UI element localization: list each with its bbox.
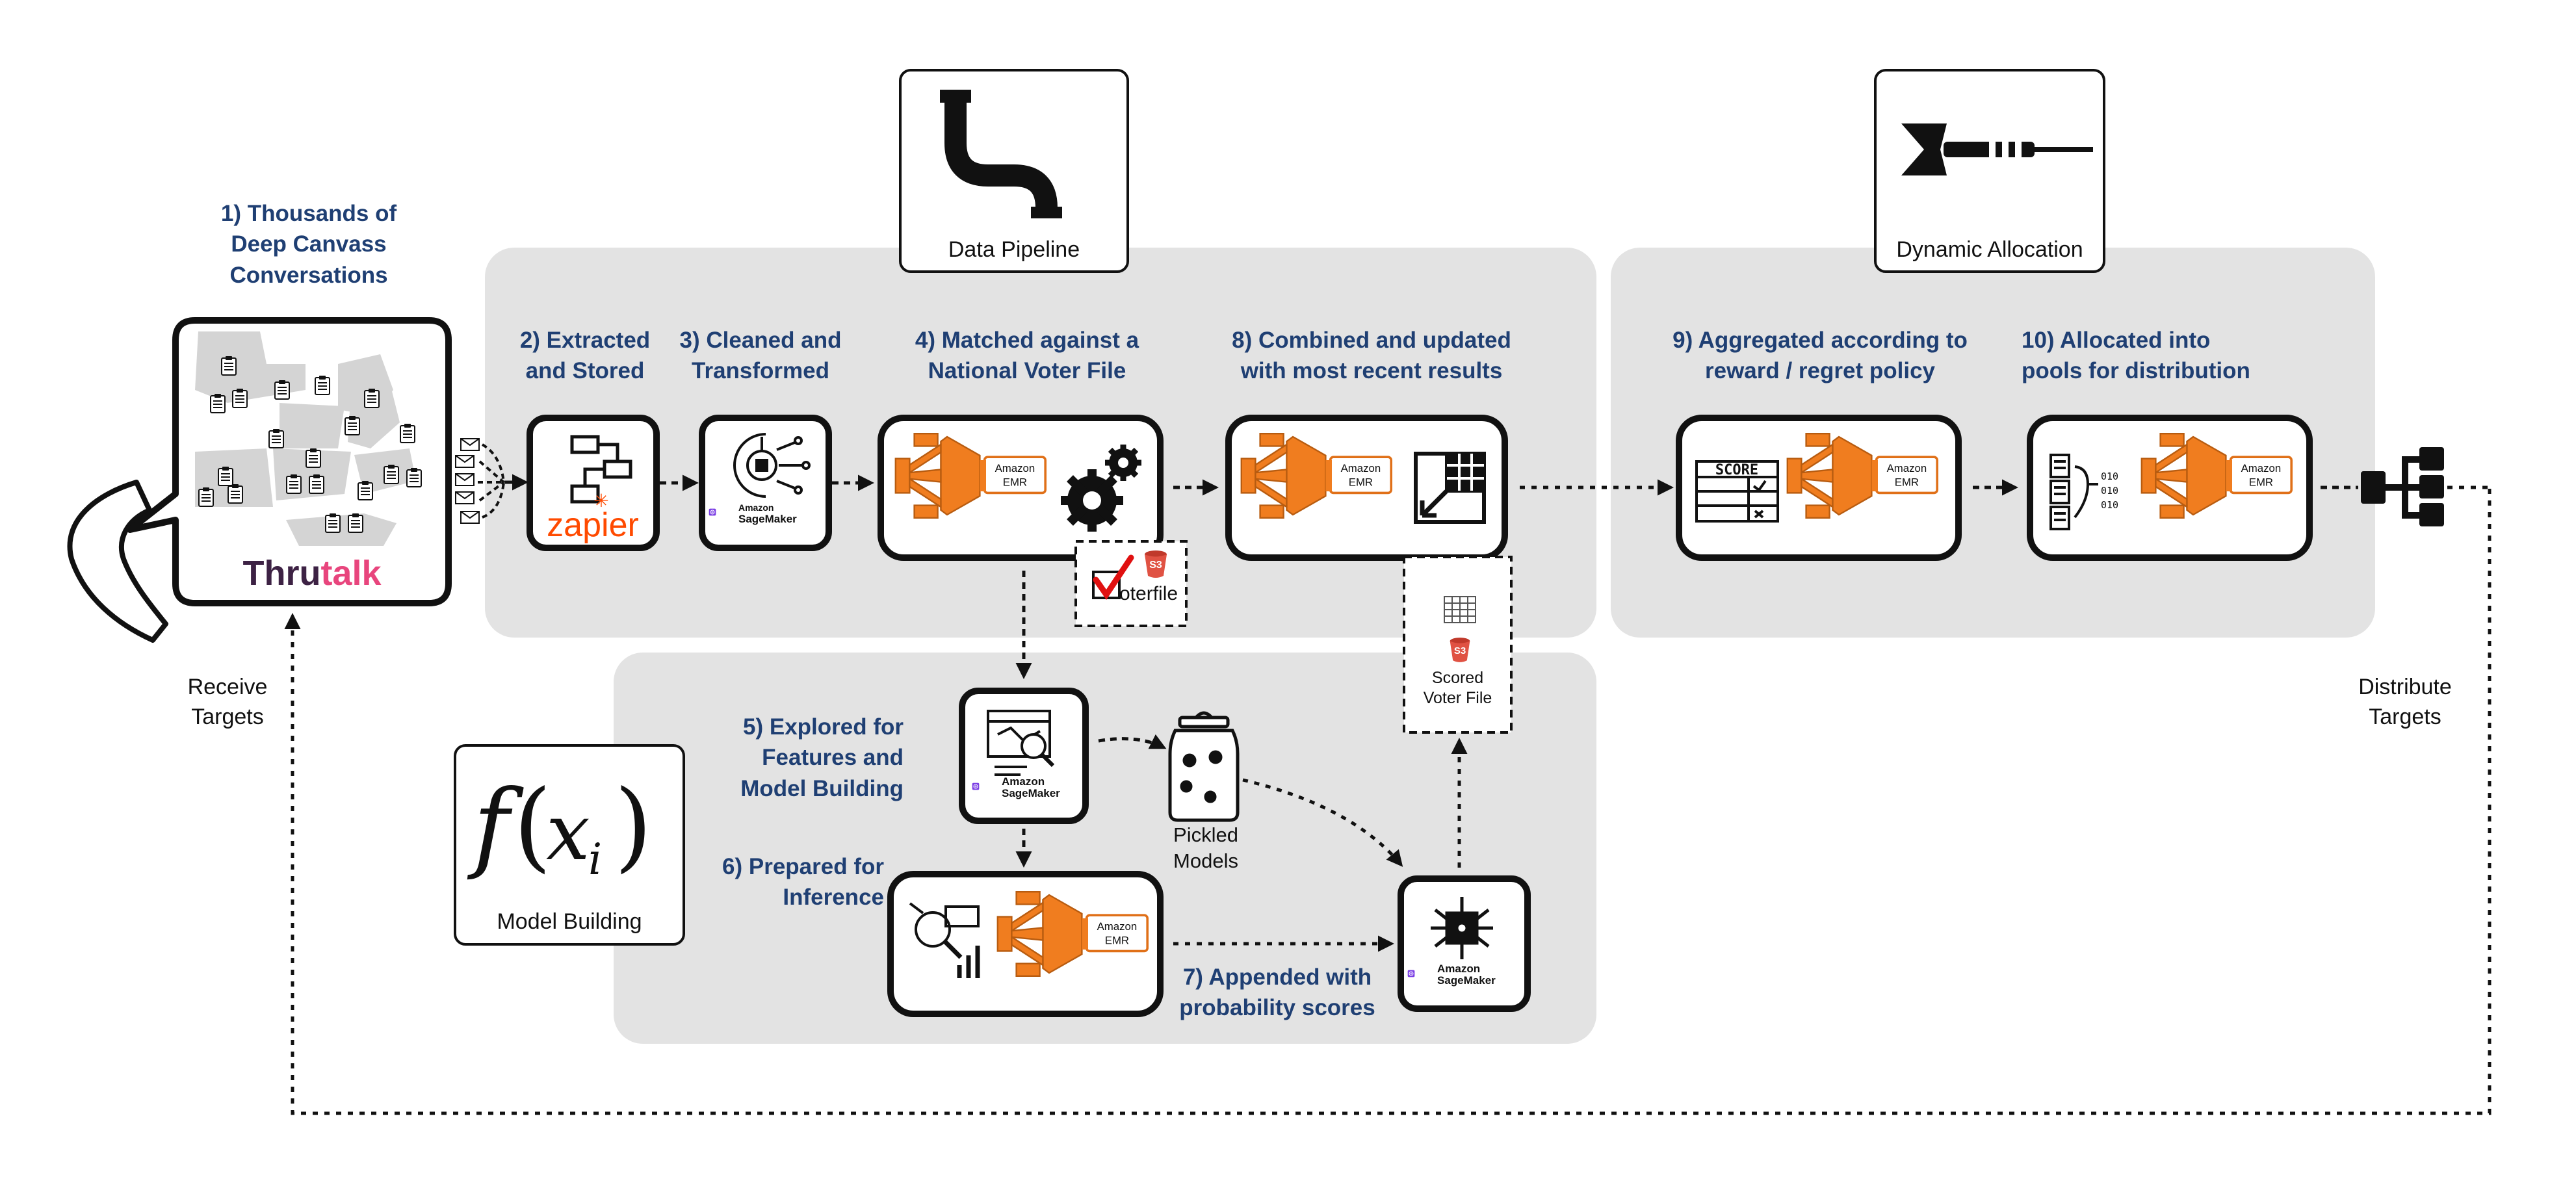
hierarchy-icon xyxy=(2361,447,2444,526)
sagemaker-logo-2 xyxy=(972,782,980,791)
svg-text:(: ( xyxy=(514,770,552,883)
s3-label: S3 xyxy=(1149,560,1162,571)
zapier-box xyxy=(527,415,660,551)
step-5-label: 5) Explored for Features and Model Build… xyxy=(740,714,904,801)
sagemaker-logo-text-4: SageMaker xyxy=(1002,787,1060,799)
gears-icon xyxy=(1061,445,1141,532)
checkbox-icon xyxy=(1092,554,1134,600)
sagemaker-logo-text-6: SageMaker xyxy=(1437,974,1496,987)
chip-icon xyxy=(1431,897,1493,959)
model-building-panel xyxy=(614,653,1596,1044)
sagemaker-logo xyxy=(709,508,717,517)
step-9-label: 9) Aggregated according to reward / regr… xyxy=(1672,328,1968,384)
envelope-arrow xyxy=(478,443,514,519)
step-6-label: 6) Prepared for Inference xyxy=(722,854,884,911)
score-box xyxy=(1676,415,1962,561)
thrutalk-logo: Thrutalk xyxy=(242,554,382,593)
dynamic-allocation-badge xyxy=(1874,69,2105,273)
phone-icon xyxy=(67,480,168,643)
pickled-models-label: Pickled Models xyxy=(1173,823,1238,873)
zapier-logo: zapier xyxy=(547,506,639,544)
data-pipeline-badge-label: Data Pipeline xyxy=(948,237,1080,262)
arrow-explore-to-jar xyxy=(1098,734,1167,749)
ai-chip-icon xyxy=(733,433,811,498)
model-building-badge-label: Model Building xyxy=(497,909,642,934)
score-label: SCORE xyxy=(1715,462,1758,478)
step-4-label: 4) Matched against a National Voter File xyxy=(915,328,1139,384)
svg-text:x: x xyxy=(546,788,590,878)
sagemaker-logo-3 xyxy=(1407,969,1416,978)
sagemaker-logo-text-5: Amazon xyxy=(1437,963,1480,975)
workflow-icon xyxy=(570,435,632,504)
svg-text:010: 010 xyxy=(2101,499,2118,511)
receive-targets-label: Receive Targets xyxy=(187,675,268,729)
step-1-label: 1) Thousands of Deep Canvass Conversatio… xyxy=(220,201,397,288)
formula: f ( x i ) xyxy=(467,770,653,885)
score-sheet-icon xyxy=(1695,460,1779,523)
distribute-targets-label: Distribute Targets xyxy=(2358,675,2452,729)
emr-prepare-box xyxy=(887,871,1164,1017)
step-3-label: 3) Cleaned and Transformed xyxy=(679,328,842,384)
scored-voter-file-label: Scored Voter File xyxy=(1423,669,1492,708)
svg-text:010: 010 xyxy=(2101,485,2118,497)
analytics-icon-2 xyxy=(909,902,980,978)
svg-text:i: i xyxy=(588,834,602,885)
voterfile-label: oterfile xyxy=(1119,583,1178,604)
step-2-label: 2) Extracted and Stored xyxy=(519,328,651,384)
model-building-badge xyxy=(454,744,685,946)
document-split-icon: 010 010 010 xyxy=(2049,454,2118,530)
zapier-star: ✳ xyxy=(593,491,608,511)
pipe-icon xyxy=(940,90,1062,218)
svg-text:010: 010 xyxy=(2101,471,2118,482)
step-8-label: 8) Combined and updated with most recent… xyxy=(1232,328,1511,384)
step-10-label: 10) Allocated into pools for distributio… xyxy=(2022,328,2250,384)
sagemaker-clean-box xyxy=(699,415,832,551)
dynamic-allocation-badge-label: Dynamic Allocation xyxy=(1896,237,2083,262)
dart-icon xyxy=(1901,123,2093,175)
spreadsheet-edit-icon xyxy=(1414,452,1486,524)
model-jar-icon xyxy=(1168,711,1240,822)
step-7-label: 7) Appended with probability scores xyxy=(1179,964,1375,1021)
return-loop-arrow xyxy=(284,489,2491,1115)
s3-label-2: S3 xyxy=(1454,645,1466,656)
grid-icon xyxy=(1444,596,1476,623)
arrow-jar-to-inference xyxy=(1242,778,1403,867)
svg-text:): ) xyxy=(614,770,653,883)
sagemaker-logo-text: Amazon xyxy=(738,502,774,513)
analytics-icon xyxy=(987,710,1055,776)
sagemaker-logo-text-3: Amazon xyxy=(1002,775,1045,788)
envelope-icon xyxy=(455,438,480,524)
sagemaker-logo-text-2: SageMaker xyxy=(738,513,797,525)
